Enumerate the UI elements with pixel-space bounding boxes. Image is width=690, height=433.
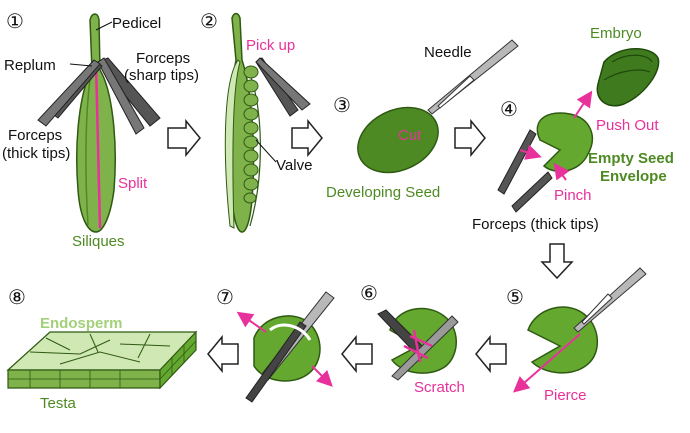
embryo [596, 48, 660, 107]
forceps-sharp-label-1: Forceps [136, 50, 190, 67]
step-7-number: ⑦ [216, 285, 234, 309]
tools-7 [245, 291, 335, 403]
endosperm-label: Endosperm [40, 315, 123, 332]
push-out-label: Push Out [596, 117, 659, 134]
flow-arrow-3-4 [454, 118, 486, 158]
pinch-arrow-a [519, 144, 542, 160]
forceps-sharp-tips [97, 57, 161, 135]
developing-seed-label: Developing Seed [326, 184, 440, 201]
opened-silique [224, 12, 261, 233]
split-line [94, 61, 102, 229]
pedicel-label: Pedicel [112, 15, 161, 32]
flow-arrow-7-8 [207, 334, 239, 374]
step-1-number: ① [6, 9, 24, 33]
step-5-number: ⑤ [506, 285, 524, 309]
cut-label: Cut [398, 127, 422, 144]
flow-arrow-6-7 [341, 334, 373, 374]
siliques-label: Siliques [72, 233, 125, 250]
empty-seed-label-2: Envelope [600, 168, 667, 185]
forceps-thick-tips [37, 59, 103, 127]
forceps-sharp-label-2: (sharp tips) [124, 67, 199, 84]
step-6-number: ⑥ [360, 281, 378, 305]
valve-label: Valve [276, 157, 312, 174]
flow-arrow-2-3 [291, 118, 323, 158]
empty-seed-label-1: Empty Seed [588, 150, 674, 167]
flow-arrow-5-6 [475, 334, 507, 374]
forceps-thick-label-1: Forceps [8, 127, 62, 144]
needle [427, 39, 519, 115]
scratch-tools [377, 309, 459, 381]
pierce-arrow [512, 333, 581, 393]
flow-arrow-1-2 [167, 118, 201, 158]
forceps-pick-up [255, 57, 311, 117]
testa-label: Testa [40, 395, 77, 412]
needle-label: Needle [424, 44, 472, 61]
scratch-label: Scratch [414, 379, 465, 396]
testa-layer [7, 330, 197, 390]
pierce-label: Pierce [544, 387, 587, 404]
flow-arrow-4-5 [540, 243, 574, 280]
scratch-marks [403, 329, 433, 363]
step-8-number: ⑧ [8, 285, 26, 309]
developing-seed [357, 106, 439, 174]
spread-arrow-up [236, 311, 267, 333]
forceps-thick-label-2: (thick tips) [2, 145, 70, 162]
pick-up-label: Pick up [246, 37, 295, 54]
embryo-label: Embryo [590, 25, 642, 42]
silique-pod [76, 13, 116, 233]
forceps-thick-tips-label: Forceps (thick tips) [472, 216, 599, 233]
step-2-number: ② [200, 9, 218, 33]
ovule-seeds [243, 65, 259, 204]
replum-label: Replum [4, 57, 56, 74]
empty-seed-envelope [536, 112, 593, 173]
needle-5 [573, 267, 647, 333]
spread-arrow-down [311, 365, 333, 387]
pinch-arrow-b [553, 162, 570, 181]
pinch-label: Pinch [554, 187, 592, 204]
push-out-arrow [573, 90, 593, 119]
step-4-number: ④ [500, 97, 518, 121]
split-label: Split [118, 175, 148, 192]
step-3-number: ③ [333, 93, 351, 117]
